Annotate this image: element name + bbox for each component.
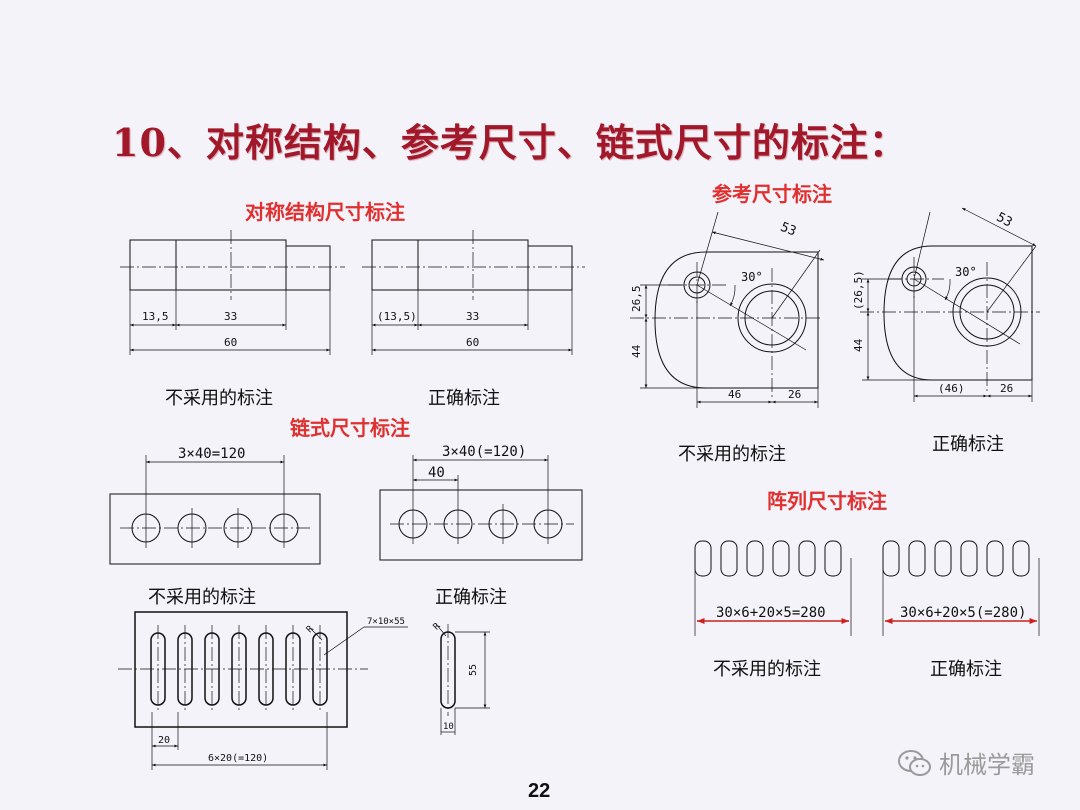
dim-ref-e-2: 26 [1000,382,1013,395]
dim-sym-c-2: 60 [466,336,479,349]
chain-plate-not-used: 3×40=120 [109,446,321,565]
dim-chain-a: 3×40=120 [178,446,245,462]
dim-ref-e: 26 [788,388,801,401]
dim-slot-e: 10 [443,722,454,732]
dim-sym-b: 33 [224,310,237,323]
slot-plate: 20 6×20(=120) 7×10×55 R [118,611,408,770]
dim-slot-c: 6×20(=120) [208,753,268,764]
dim-ref-a-2: 53 [994,210,1015,231]
dim-slot-a: 7×10×55 [367,617,405,627]
section-symmetric: 对称结构尺寸标注 [245,200,405,224]
watermark-text: 机械学霸 [939,751,1035,779]
dim-arr-a: 30×6+20×5=280 [716,605,826,621]
section-reference: 参考尺寸标注 [712,182,832,206]
dim-sym-b-2: 33 [466,310,479,323]
dim-ref-a: 53 [778,220,798,240]
dim-slot-d: 55 [468,664,479,676]
dim-slot-b: 20 [158,735,170,746]
dim-ref-c-2: 44 [852,338,865,352]
dim-ref-b-ref: (26,5) [852,270,865,310]
caption-sym-correct: 正确标注 [428,388,500,409]
slide-title: 10、对称结构、参考尺寸、链式尺寸的标注： [112,120,908,165]
section-chain: 链式尺寸标注 [290,416,410,440]
caption-ref-not-used: 不采用的标注 [678,444,786,465]
array-slots-correct: 30×6+20×5(=280) [882,540,1040,636]
dim-ref-d: 46 [728,388,741,401]
dim-sym-a: 13,5 [142,310,169,323]
dim-ref-angle: 30° [741,270,763,284]
ref-bracket-not-used: 53 30° 26,5 44 46 26 [630,211,825,408]
dim-arr-b: 30×6+20×5(=280) [900,605,1026,621]
dim-chain-b: 3×40(=120) [442,444,526,460]
dim-chain-c: 40 [428,465,445,481]
caption-sym-not-used: 不采用的标注 [165,388,273,409]
sym-shaft-not-used: 13,5 33 60 [120,230,345,355]
dim-sym-a-ref: (13,5) [377,310,417,323]
wechat-icon [898,749,931,776]
dim-ref-c: 44 [630,344,643,358]
dim-slot-r: R [305,624,316,635]
dim-ref-b: 26,5 [630,286,643,313]
sym-shaft-correct: (13,5) 33 60 [362,230,585,355]
caption-array-not-used: 不采用的标注 [713,659,821,680]
chain-plate-correct: 3×40(=120) 40 [379,444,583,561]
caption-array-correct: 正确标注 [930,659,1002,680]
page-number: 22 [528,780,551,802]
dim-ref-d-ref: (46) [938,382,965,395]
ref-bracket-correct: 53 30° (26,5) 44 (46) 26 [852,207,1040,402]
array-slots-not-used: 30×6+20×5=280 [694,540,852,636]
caption-ref-correct: 正确标注 [932,434,1004,455]
watermark: 机械学霸 [897,745,1035,780]
dim-ref-angle-2: 30° [955,265,977,279]
caption-chain-correct: 正确标注 [435,587,507,608]
dim-sym-c: 60 [224,336,237,349]
dim-slot-r-2: R [432,621,443,632]
slots [150,625,328,712]
slot-detail: 55 10 R [432,621,490,735]
caption-chain-not-used: 不采用的标注 [148,587,256,608]
section-array: 阵列尺寸标注 [767,489,887,513]
